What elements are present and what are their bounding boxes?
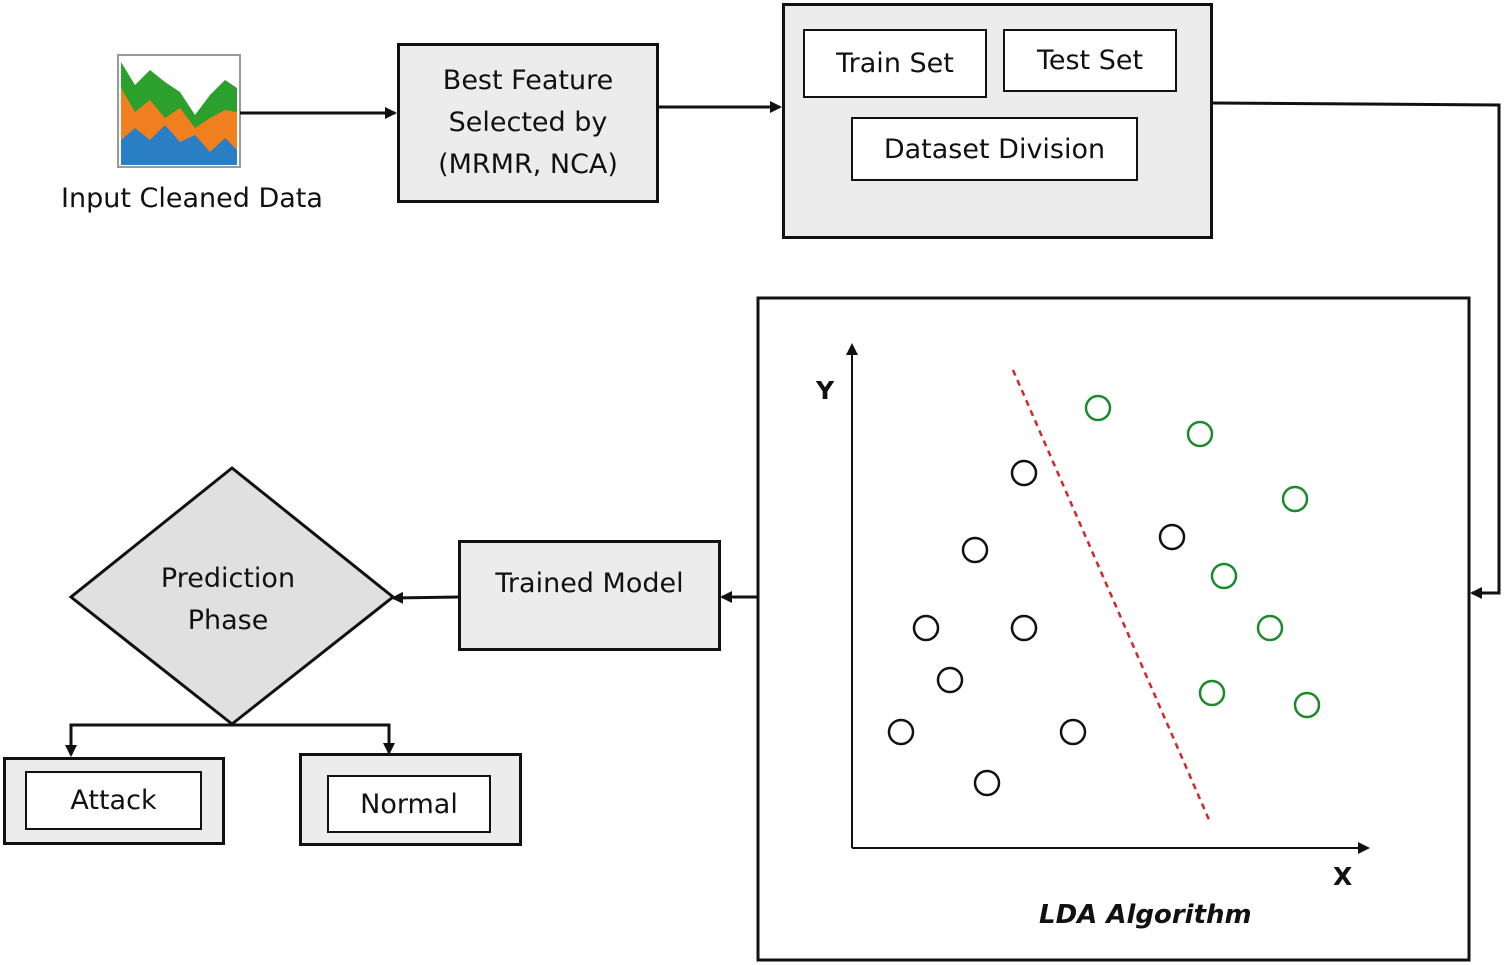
class-a-point	[1158, 523, 1186, 551]
arrow-prediction-to-attack	[65, 723, 234, 757]
class-b-point	[1186, 420, 1214, 448]
class-a-point	[973, 769, 1001, 797]
prediction-line-2: Phase	[187, 605, 269, 636]
normal-outcome-box: Normal	[299, 753, 522, 846]
lda-y-axis-label: Y	[816, 376, 835, 405]
class-b-point	[1210, 562, 1238, 590]
class-b-points	[1084, 394, 1321, 719]
prediction-line-1: Prediction	[160, 563, 296, 594]
attack-inner-box: Attack	[25, 771, 202, 830]
lda-panel	[756, 296, 1471, 962]
class-a-point	[1059, 718, 1087, 746]
lda-separator-line	[1011, 369, 1212, 823]
class-a-point	[961, 536, 989, 564]
normal-inner-box: Normal	[327, 775, 491, 833]
area-chart-icon	[117, 54, 241, 168]
class-b-point	[1198, 679, 1226, 707]
input-data-label: Input Cleaned Data	[61, 183, 323, 214]
class-b-point	[1281, 485, 1309, 513]
class-b-point	[1256, 614, 1284, 642]
dataset-division-label: Dataset Division	[883, 133, 1106, 165]
thumb-blue-area	[121, 125, 237, 165]
lda-title: LDA Algorithm	[1039, 900, 1252, 930]
dataset-division-panel: Train Set Test Set Dataset Division	[782, 3, 1213, 239]
trained-model-box: Trained Model	[458, 540, 721, 651]
class-a-point	[936, 666, 964, 694]
feature-selection-line-3: (MRMR, NCA)	[438, 149, 618, 180]
class-a-point	[1010, 614, 1038, 642]
arrow-prediction-to-normal	[232, 723, 395, 755]
class-a-point	[1010, 459, 1038, 487]
normal-label: Normal	[360, 788, 458, 820]
arrow-model-to-prediction	[391, 591, 460, 604]
test-set-box: Test Set	[1003, 29, 1177, 92]
class-b-point	[1084, 394, 1112, 422]
class-a-point	[912, 614, 940, 642]
train-set-box: Train Set	[803, 29, 987, 98]
feature-selection-line-1: Best Feature	[442, 65, 614, 96]
arrow-dataset-to-lda	[1211, 101, 1501, 599]
feature-selection-line-2: Selected by	[448, 107, 608, 138]
dataset-division-box: Dataset Division	[851, 117, 1138, 181]
class-a-point	[887, 718, 915, 746]
test-set-label: Test Set	[1036, 45, 1144, 76]
class-a-points	[887, 459, 1186, 797]
prediction-phase-text: Prediction Phase	[128, 558, 328, 642]
trained-model-label: Trained Model	[495, 568, 684, 599]
feature-selection-box: Best Feature Selected by (MRMR, NCA)	[397, 43, 659, 203]
class-b-point	[1293, 691, 1321, 719]
lda-x-axis-label: X	[1333, 862, 1353, 891]
train-set-label: Train Set	[836, 48, 954, 79]
attack-label: Attack	[70, 785, 157, 816]
attack-outcome-box: Attack	[3, 757, 225, 845]
